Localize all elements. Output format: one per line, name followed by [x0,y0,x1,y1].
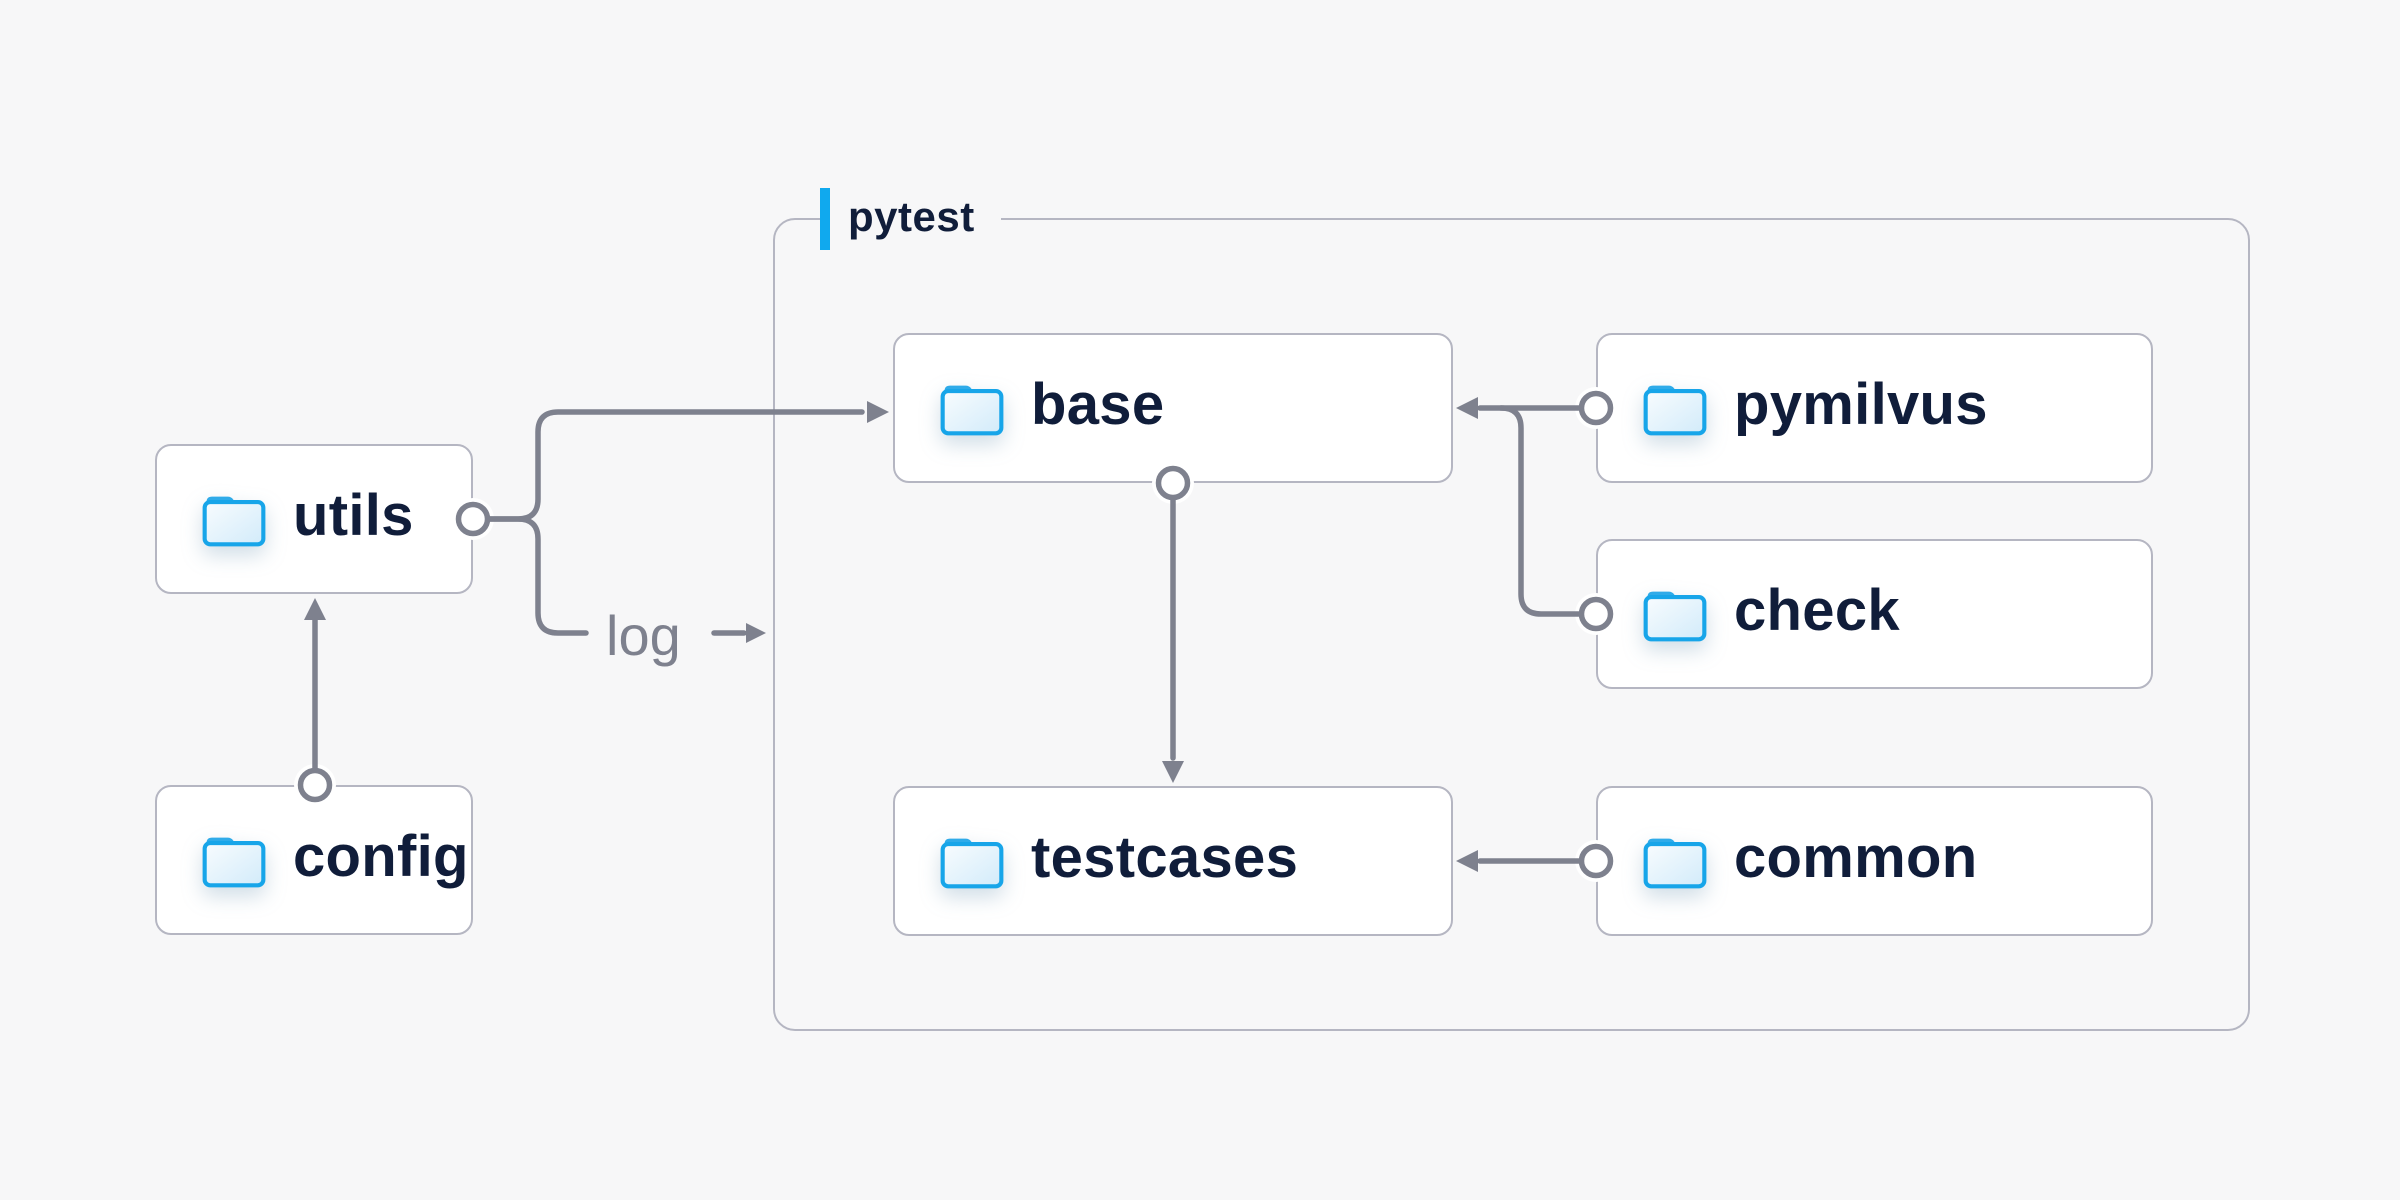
node-label: testcases [1031,825,1299,890]
node-base: base [893,333,1453,483]
folder-icon [1642,380,1708,437]
pytest-group-container [773,218,2250,1031]
node-label: utils [293,483,414,548]
folder-icon [1642,833,1708,890]
node-testcases: testcases [893,786,1453,936]
arrowhead-up-utils [304,598,326,620]
accent-bar [820,188,830,250]
folder-icon [1642,586,1708,643]
group-label-text: pytest [848,193,975,240]
node-label: base [1031,372,1165,437]
node-label: check [1734,578,1900,643]
node-label: common [1734,825,1978,890]
folder-icon [939,833,1005,890]
folder-icon [201,491,267,548]
node-config: config [155,785,473,935]
node-label: pymilvus [1734,372,1988,437]
node-pymilvus: pymilvus [1596,333,2153,483]
arrowhead-log [746,623,766,643]
folder-icon [939,380,1005,437]
edge-utils-log [485,516,589,636]
pytest-group-label: pytest [820,188,1001,250]
node-label: config [293,824,469,889]
folder-icon [201,832,267,889]
edge-label-log: log [606,604,681,667]
node-check: check [1596,539,2153,689]
node-common: common [1596,786,2153,936]
node-utils: utils [155,444,473,594]
